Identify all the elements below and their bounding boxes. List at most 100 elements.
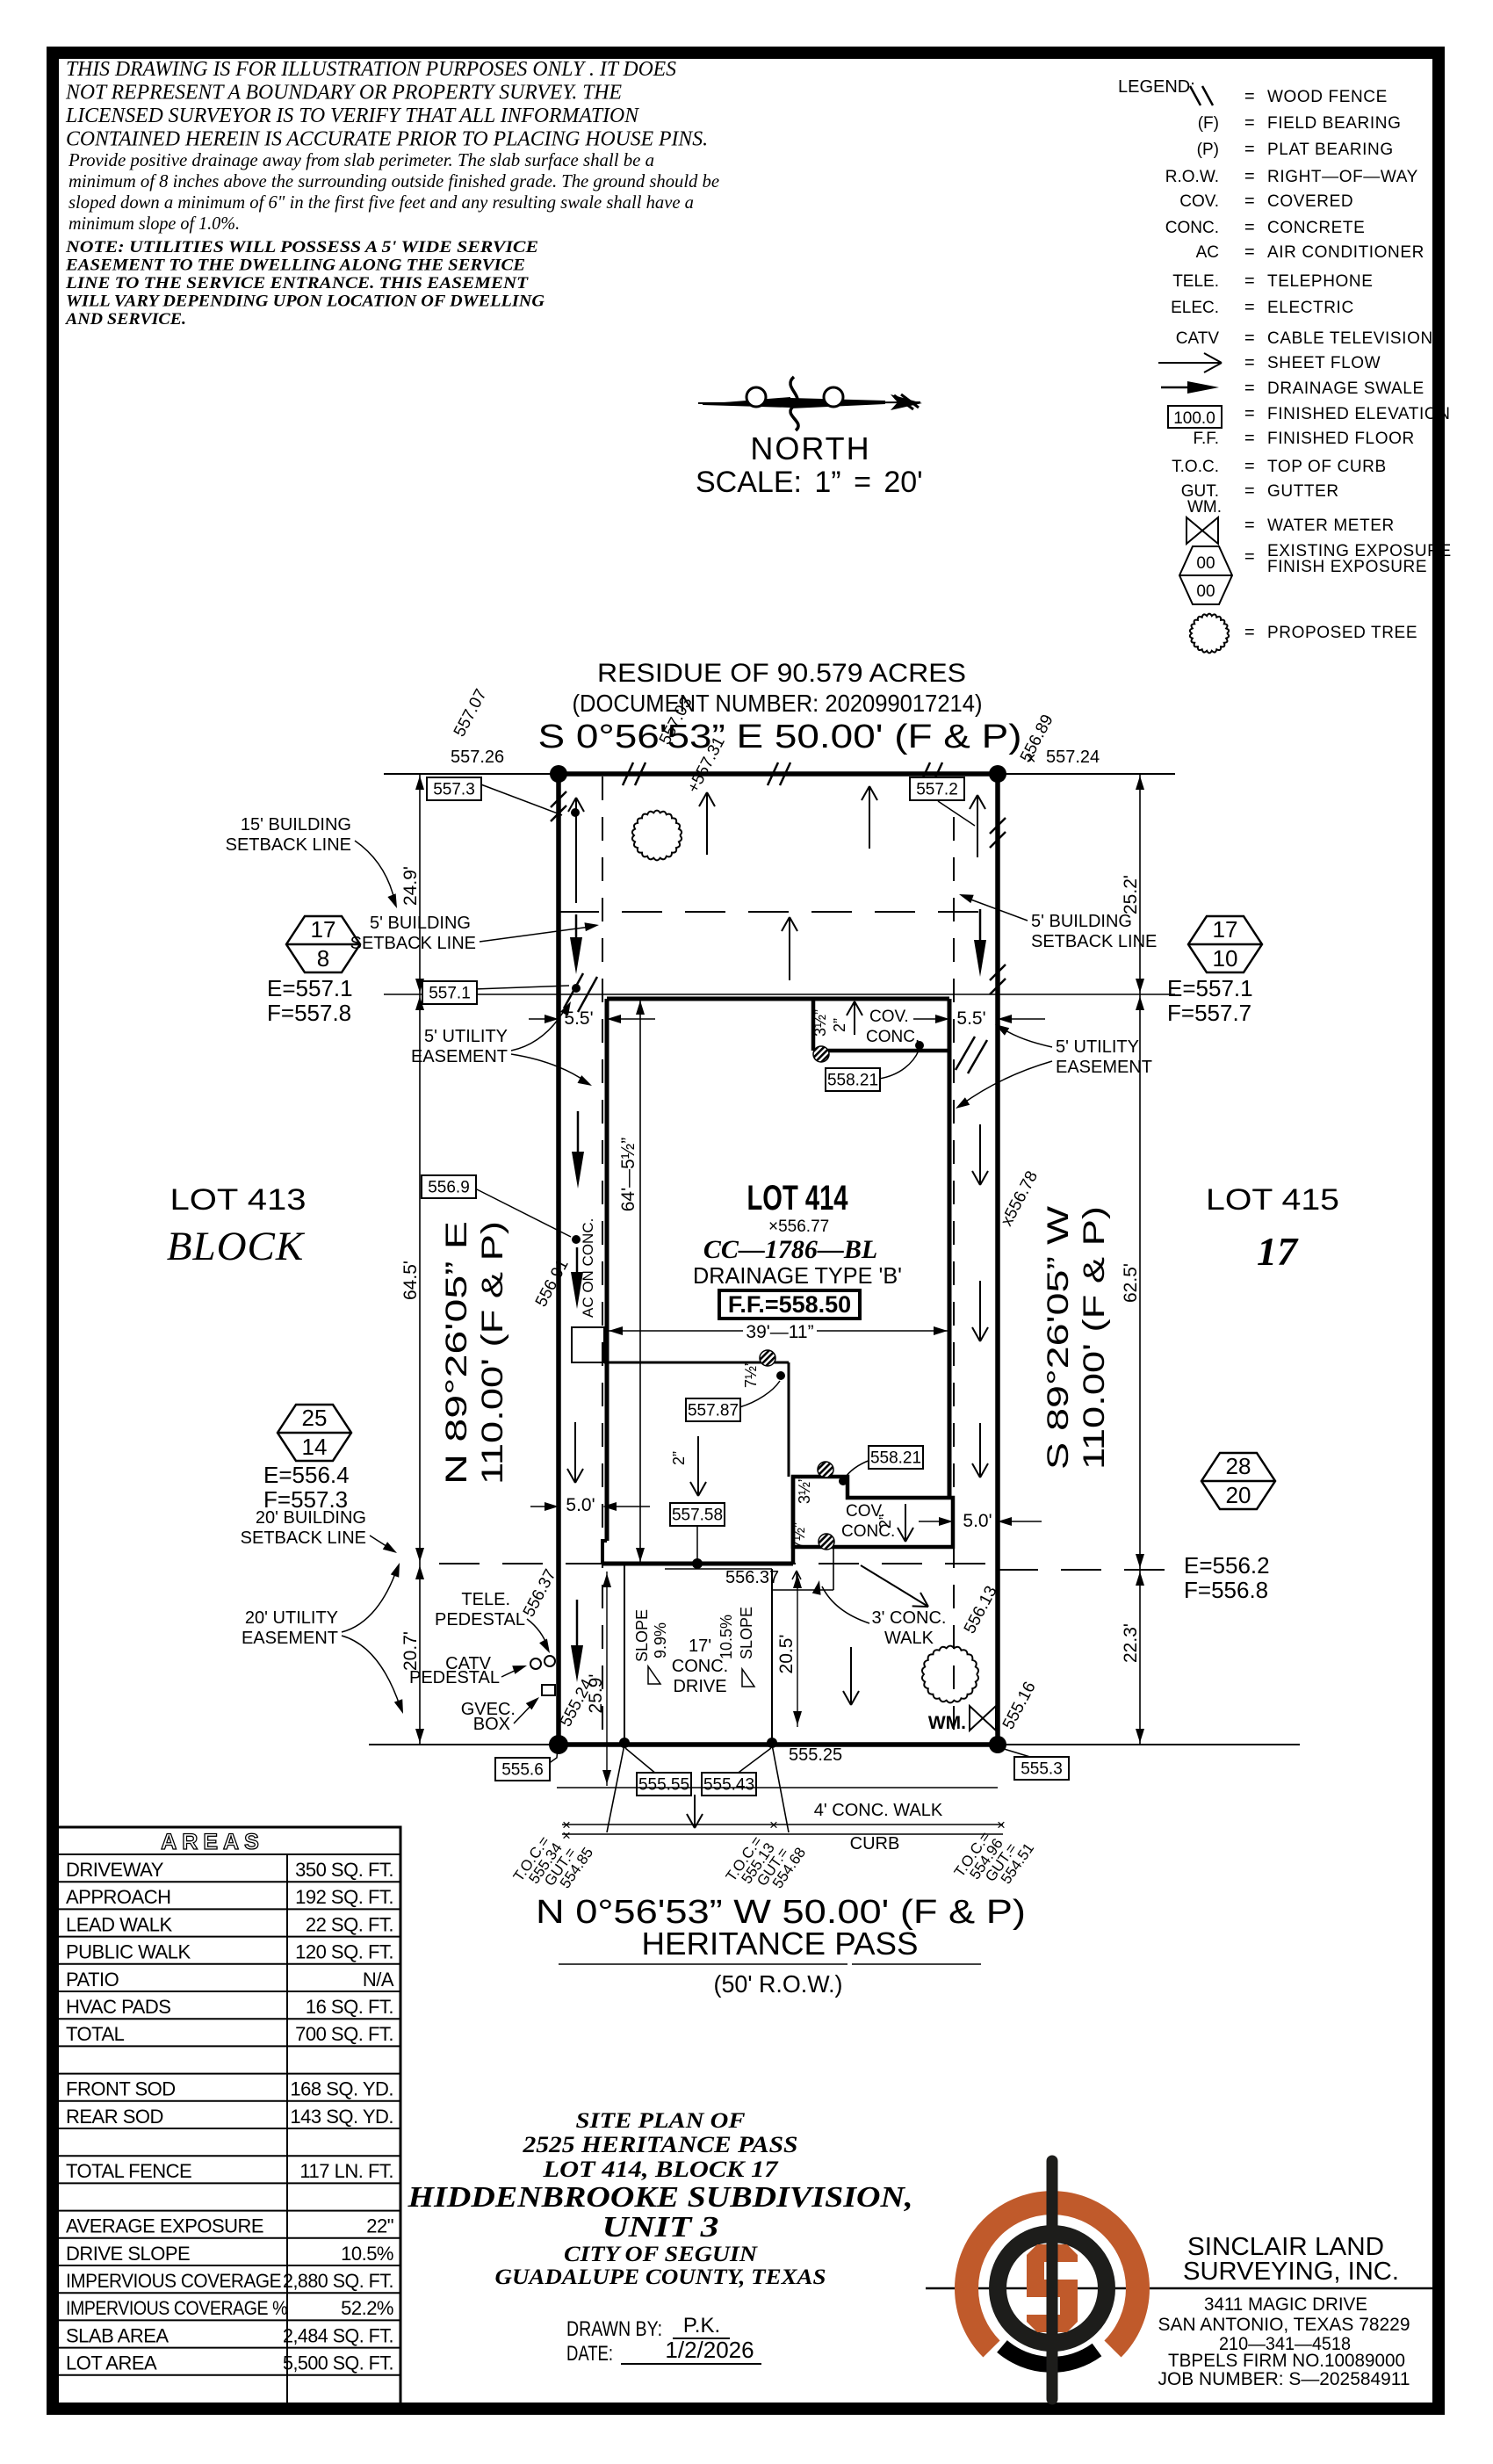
svg-text:3½”: 3½” [811, 1009, 829, 1037]
svg-text:AREAS: AREAS [161, 1830, 264, 1854]
svg-text:9.9%: 9.9% [652, 1622, 669, 1658]
svg-text:143 SQ. YD.: 143 SQ. YD. [290, 2106, 393, 2128]
svg-text:=: = [1244, 242, 1255, 262]
svg-text:AC: AC [1196, 243, 1219, 262]
svg-text:T.O.C.: T.O.C. [1172, 458, 1219, 476]
svg-text:PUBLIC WALK: PUBLIC WALK [66, 1941, 191, 1963]
svg-text:TELE.: TELE. [1172, 272, 1219, 291]
svg-text:JOB NUMBER: S—202584911: JOB NUMBER: S—202584911 [1158, 2369, 1410, 2389]
svg-text:SETBACK LINE: SETBACK LINE [241, 1528, 366, 1548]
svg-text:IMPERVIOUS COVERAGE %: IMPERVIOUS COVERAGE % [66, 2297, 287, 2319]
svg-text:SHEET FLOW: SHEET FLOW [1267, 354, 1381, 372]
svg-text:SETBACK LINE: SETBACK LINE [350, 934, 476, 953]
svg-text:DRAINAGE SWALE: DRAINAGE SWALE [1267, 379, 1424, 398]
svg-text:PATIO: PATIO [66, 1969, 119, 1991]
svg-text:LOT 415: LOT 415 [1206, 1183, 1339, 1217]
svg-text:DRIVE: DRIVE [673, 1677, 726, 1696]
svg-text:DRIVE SLOPE: DRIVE SLOPE [66, 2243, 190, 2265]
svg-text:CABLE TELEVISION: CABLE TELEVISION [1267, 329, 1433, 348]
svg-text:F=556.8: F=556.8 [1184, 1577, 1268, 1603]
svg-text:25: 25 [302, 1405, 328, 1431]
svg-text:AC ON CONC.: AC ON CONC. [580, 1218, 596, 1318]
svg-text:FINISHED ELEVATION: FINISHED ELEVATION [1267, 405, 1451, 423]
svg-text:NOT REPRESENT A BOUNDARY OR PR: NOT REPRESENT A BOUNDARY OR PROPERTY SUR… [65, 82, 622, 105]
svg-text:10: 10 [1213, 945, 1238, 972]
svg-text:20: 20 [1226, 1482, 1251, 1508]
svg-text:17: 17 [311, 916, 336, 943]
svg-text:14: 14 [302, 1434, 328, 1460]
svg-text:×: × [1026, 749, 1036, 769]
svg-text:2”: 2” [670, 1451, 688, 1465]
svg-text:39'—11”: 39'—11” [746, 1322, 813, 1342]
svg-text:AIR CONDITIONER: AIR CONDITIONER [1267, 243, 1424, 262]
svg-text:EASEMENT: EASEMENT [1056, 1058, 1152, 1077]
svg-text:SLOPE: SLOPE [633, 1609, 651, 1662]
svg-text:SLAB AREA: SLAB AREA [66, 2324, 169, 2346]
svg-text:=: = [1244, 329, 1255, 348]
svg-text:FRONT SOD: FRONT SOD [66, 2078, 176, 2100]
svg-text:(DOCUMENT NUMBER: 202099017: (DOCUMENT NUMBER: 202099017214) [573, 690, 983, 717]
svg-text:minimum of 8 inches above the: minimum of 8 inches above the surroundin… [69, 170, 719, 191]
svg-text:=: = [1244, 516, 1255, 535]
svg-text:700 SQ. FT.: 700 SQ. FT. [295, 2023, 393, 2045]
svg-text:CONC.: CONC. [1165, 219, 1219, 237]
svg-text:5' UTILITY: 5' UTILITY [424, 1027, 508, 1046]
svg-text:REAR SOD: REAR SOD [66, 2106, 163, 2128]
svg-text:16 SQ. FT.: 16 SQ. FT. [306, 1996, 393, 2018]
svg-text:24.9': 24.9' [400, 866, 421, 906]
svg-text:DATE:: DATE: [566, 2342, 613, 2366]
svg-text:TOP OF CURB: TOP OF CURB [1267, 458, 1387, 476]
svg-text:=: = [1244, 547, 1255, 567]
svg-text:EASEMENT: EASEMENT [411, 1047, 508, 1066]
svg-text:PROPOSED TREE: PROPOSED TREE [1267, 624, 1417, 642]
svg-text:BLOCK: BLOCK [167, 1224, 306, 1269]
svg-text:117 LN. FT.: 117 LN. FT. [299, 2160, 393, 2182]
svg-text:N 0°56'53” W 50.00' (F &: N 0°56'53” W 50.00' (F & P) [536, 1894, 1026, 1931]
svg-text:5' BUILDING: 5' BUILDING [370, 914, 471, 933]
svg-text:CONC.: CONC. [672, 1657, 728, 1676]
svg-text:LEAD WALK: LEAD WALK [66, 1913, 172, 1935]
svg-text:25.2': 25.2' [1121, 875, 1141, 914]
svg-text:CC—1786—BL: CC—1786—BL [703, 1235, 877, 1264]
svg-text:WATER METER: WATER METER [1267, 517, 1395, 535]
svg-text:WM.: WM. [1187, 498, 1222, 517]
svg-text:5.0': 5.0' [566, 1495, 595, 1515]
svg-text:CONTAINED HEREIN IS ACCURATE P: CONTAINED HEREIN IS ACCURATE PRIOR TO PL… [66, 128, 708, 151]
svg-text:557.1: 557.1 [429, 985, 471, 1003]
svg-text:THIS DRAWING IS FOR ILLUSTRATI: THIS DRAWING IS FOR ILLUSTRATION PURPOSE… [66, 58, 676, 81]
svg-text:SETBACK LINE: SETBACK LINE [226, 835, 351, 855]
svg-text:PEDESTAL: PEDESTAL [435, 1610, 525, 1629]
svg-text:557.26: 557.26 [451, 748, 504, 767]
svg-text:555.43: 555.43 [703, 1776, 754, 1795]
svg-text:=: = [1244, 271, 1255, 291]
svg-text:17: 17 [1257, 1229, 1299, 1274]
svg-text:5' UTILITY: 5' UTILITY [1056, 1037, 1139, 1057]
svg-text:TBPELS FIRM NO.10089000: TBPELS FIRM NO.10089000 [1168, 2351, 1405, 2371]
svg-text:S 0°56'53” E 50.00' (F &: S 0°56'53” E 50.00' (F & P) [538, 719, 1022, 755]
svg-text:DRAWN BY:: DRAWN BY: [566, 2317, 662, 2341]
svg-text:LINE TO THE SERVICE ENTRAN: LINE TO THE SERVICE ENTRANCE. THIS EASEM… [65, 274, 530, 293]
svg-text:168 SQ. YD.: 168 SQ. YD. [290, 2078, 393, 2100]
svg-text:EASEMENT: EASEMENT [242, 1629, 338, 1648]
svg-text:AND SERVICE.: AND SERVICE. [65, 310, 186, 329]
svg-text:556.37: 556.37 [725, 1568, 779, 1587]
svg-text:GUTTER: GUTTER [1267, 482, 1339, 501]
svg-text:00: 00 [1196, 582, 1215, 601]
svg-text:×: × [769, 1817, 778, 1833]
svg-text:5.0': 5.0' [963, 1511, 992, 1531]
svg-text:F.F.=558.50: F.F.=558.50 [728, 1291, 851, 1318]
svg-text:Provide positive drainage away: Provide positive drainage away from slab… [68, 149, 654, 170]
svg-text:COVERED: COVERED [1267, 192, 1353, 211]
svg-text:HVAC PADS: HVAC PADS [66, 1996, 170, 2018]
svg-text:E=556.4: E=556.4 [263, 1462, 350, 1488]
svg-text:ELECTRIC: ELECTRIC [1267, 299, 1354, 317]
svg-text:FINISHED FLOOR: FINISHED FLOOR [1267, 430, 1415, 448]
svg-text:COV.: COV. [869, 1008, 909, 1026]
svg-text:ELEC.: ELEC. [1171, 299, 1219, 317]
svg-text:sloped down a minimum of 6" in: sloped down a minimum of 6" in the first… [69, 191, 694, 213]
svg-text:×: × [562, 1817, 571, 1833]
svg-text:=: = [1244, 481, 1255, 501]
svg-text:×: × [997, 1817, 1006, 1833]
svg-text:IMPERVIOUS COVERAGE: IMPERVIOUS COVERAGE [66, 2270, 281, 2292]
svg-text:PEDESTAL: PEDESTAL [409, 1668, 500, 1687]
